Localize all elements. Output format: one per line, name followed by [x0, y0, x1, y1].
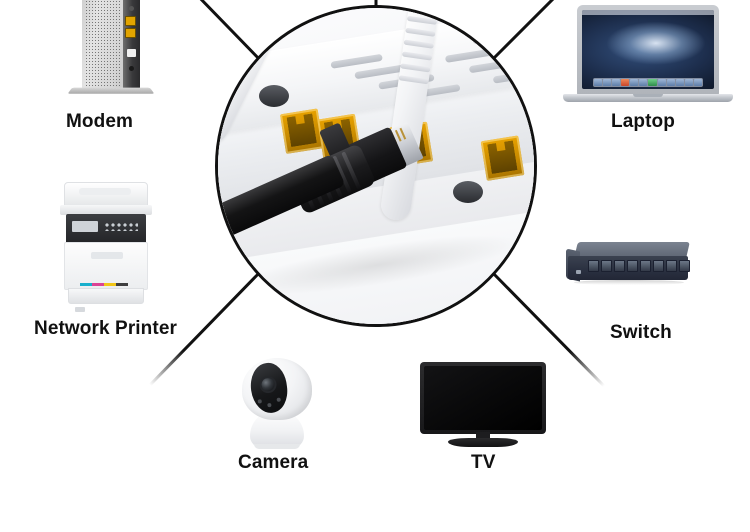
- modem-port-2: [125, 28, 136, 38]
- printer-control-panel: [66, 214, 146, 244]
- device-network-printer[interactable]: [58, 182, 154, 312]
- cable-modem-icon: [82, 0, 140, 89]
- printer-icon: [58, 182, 154, 312]
- switch-port-6: [653, 260, 664, 272]
- modem-stand: [67, 87, 155, 94]
- camera-lens: [258, 375, 278, 395]
- device-camera[interactable]: [234, 358, 320, 452]
- label-tv: TV: [471, 452, 496, 473]
- antenna-knob-right: [453, 181, 483, 203]
- printer-body: [64, 242, 148, 312]
- laptop-screen: [582, 10, 714, 89]
- laptop-base: [563, 94, 733, 102]
- laptop-menubar: [582, 10, 714, 15]
- modem-led: [129, 6, 134, 11]
- tv-bezel: [420, 362, 546, 434]
- switch-port-8: [679, 260, 690, 272]
- printer-color-stripe: [80, 283, 128, 286]
- label-switch: Switch: [610, 322, 672, 343]
- switch-port-2: [601, 260, 612, 272]
- label-laptop: Laptop: [611, 111, 675, 132]
- device-tv[interactable]: [420, 362, 546, 450]
- switch-port-1: [588, 260, 599, 272]
- switch-port-4: [627, 260, 638, 272]
- printer-paper-tray: [68, 288, 144, 304]
- printer-document-feeder: [64, 182, 148, 206]
- laptop-trackpad-notch: [633, 94, 663, 97]
- switch-port-3: [614, 260, 625, 272]
- device-switch[interactable]: [566, 242, 694, 294]
- switch-port-5: [640, 260, 651, 272]
- router-photo: [218, 8, 534, 324]
- camera-head: [242, 358, 312, 420]
- tv-stand: [448, 438, 518, 447]
- ip-camera-icon: [234, 358, 320, 450]
- label-network-printer: Network Printer: [34, 318, 177, 339]
- camera-ir-led-1: [257, 399, 263, 404]
- tv-neck: [476, 432, 490, 440]
- switch-power-led: [576, 270, 581, 274]
- switch-shadow: [574, 280, 684, 285]
- laptop-dock: [592, 78, 704, 87]
- printer-handle: [75, 307, 85, 312]
- switch-port-7: [666, 260, 677, 272]
- antenna-knob-left: [259, 85, 289, 107]
- router-hub-circle[interactable]: [215, 5, 537, 327]
- laptop-icon: [577, 5, 719, 95]
- device-modem[interactable]: [52, 0, 172, 104]
- label-camera: Camera: [238, 452, 309, 473]
- ethernet-port-1: [279, 108, 324, 154]
- label-modem: Modem: [66, 111, 133, 132]
- modem-power-jack: [129, 66, 134, 71]
- camera-face-plate: [247, 360, 291, 416]
- switch-ports: [588, 260, 690, 272]
- modem-vent-mesh: [85, 0, 121, 86]
- camera-foot: [254, 444, 300, 449]
- camera-ir-led-2: [267, 402, 272, 408]
- tv-screen: [424, 366, 542, 430]
- network-switch-icon: [566, 242, 694, 290]
- camera-ir-led-3: [276, 397, 281, 403]
- modem-port-panel: [123, 0, 140, 89]
- television-icon: [420, 362, 546, 448]
- modem-port-1: [125, 16, 136, 26]
- ethernet-port-4: [480, 135, 525, 181]
- device-laptop[interactable]: [563, 5, 735, 105]
- printer-scanner-bar: [60, 205, 152, 215]
- modem-usb-port: [127, 49, 136, 57]
